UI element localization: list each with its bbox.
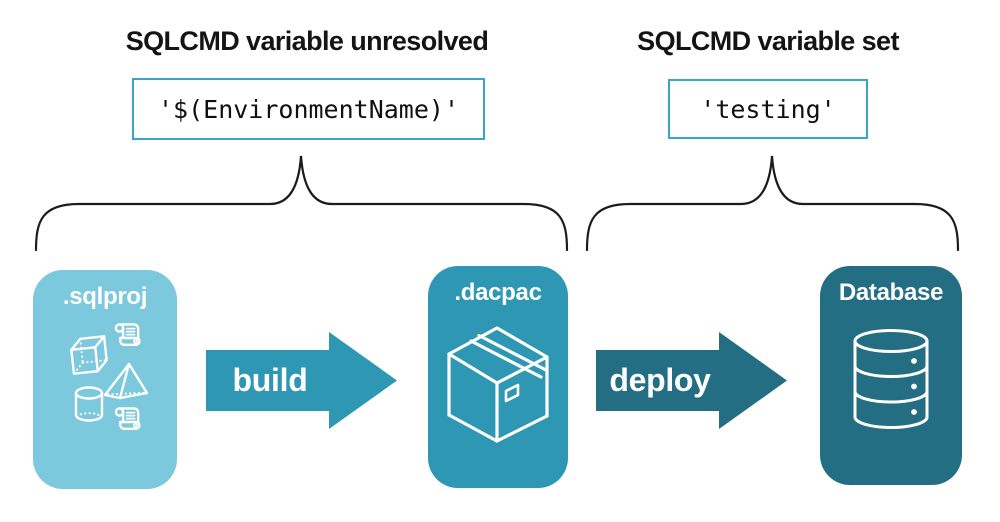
build-arrow-label: build xyxy=(232,362,308,398)
heading-sqlcmd-unresolved: SQLCMD variable unresolved xyxy=(125,26,489,56)
right-arrow-icon xyxy=(206,332,397,429)
node-database: Database xyxy=(820,266,962,485)
build-arrow-shape xyxy=(206,332,397,429)
curly-brace-left xyxy=(34,155,569,252)
deploy-arrow: deploy xyxy=(596,331,788,430)
database-cylinder-icon xyxy=(853,329,929,429)
cylinder-icon xyxy=(74,386,104,422)
script-icon xyxy=(114,407,141,430)
right-arrow-icon xyxy=(596,332,787,429)
sqlproj-objects-illustration xyxy=(70,323,149,430)
node-sqlproj: .sqlproj xyxy=(33,270,177,489)
package-icon xyxy=(447,326,549,443)
code-box-testing: 'testing' xyxy=(668,79,868,139)
build-arrow: build xyxy=(206,331,398,430)
node-database-label: Database xyxy=(838,279,944,306)
deploy-arrow-shape xyxy=(596,332,787,429)
code-text-environment-name: '$(EnvironmentName)' xyxy=(157,94,460,124)
script-icon xyxy=(114,323,141,346)
cube-icon xyxy=(70,335,108,375)
node-dacpac-label: .dacpac xyxy=(454,279,542,306)
heading-sqlcmd-set: SQLCMD variable set xyxy=(637,26,899,56)
curly-brace-right-path xyxy=(585,155,960,252)
pyramid-icon xyxy=(103,362,149,400)
node-sqlproj-label: .sqlproj xyxy=(62,283,148,310)
curly-brace-left-path xyxy=(34,155,569,252)
curly-brace-right xyxy=(585,155,960,252)
deploy-arrow-label: deploy xyxy=(609,362,711,398)
code-text-testing: 'testing' xyxy=(700,94,836,124)
node-dacpac: .dacpac xyxy=(428,266,568,488)
code-box-environment-name: '$(EnvironmentName)' xyxy=(132,78,485,140)
